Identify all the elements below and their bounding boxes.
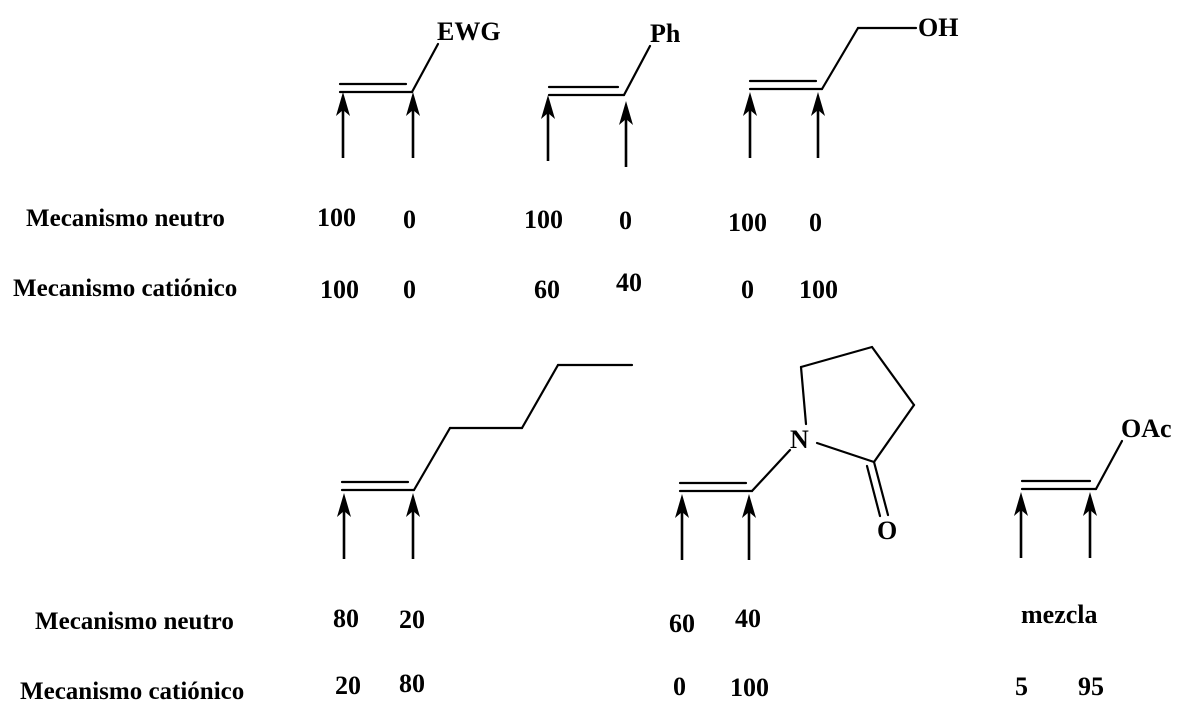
arrow-up-c2 — [1081, 490, 1099, 560]
chain-bond-1 — [820, 26, 860, 91]
carbonyl-bond-2 — [865, 464, 882, 518]
value-oh-neutral-c1: 100 — [728, 208, 767, 237]
molecule-vinyl-acetate: OAc — [1012, 414, 1172, 560]
value-hexene-cationic-c2: 80 — [399, 669, 425, 698]
value-nvp-cationic-c1: 0 — [673, 672, 686, 701]
value-vac-cationic-c2: 95 — [1078, 672, 1104, 701]
arrow-up-c2 — [740, 492, 758, 562]
value-ewg-cationic-c1: 100 — [320, 275, 359, 304]
chain-bond-1 — [412, 426, 452, 492]
substituent-ewg: EWG — [437, 17, 501, 46]
value-ph-cationic-c2: 40 — [616, 268, 642, 297]
value-nvp-neutral-c1: 60 — [669, 609, 695, 638]
value-oh-cationic-c2: 100 — [799, 275, 838, 304]
arrow-up-c1 — [1012, 490, 1030, 560]
substituent-bond — [410, 42, 440, 94]
substituent-oh: OH — [918, 13, 958, 42]
molecule-allyl-alcohol: OH — [741, 13, 958, 160]
arrow-up-c1 — [741, 90, 759, 160]
value-ph-neutral-c1: 100 — [524, 205, 563, 234]
value-oh-neutral-c2: 0 — [809, 208, 822, 237]
ring-bond-c2-n — [815, 441, 876, 464]
arrow-up-c2 — [809, 90, 827, 160]
arrow-up-c2 — [404, 491, 422, 561]
substituent-bond — [1094, 439, 1124, 491]
value-vac-neutral-mix: mezcla — [1021, 600, 1098, 629]
substituent-oac: OAc — [1121, 414, 1172, 443]
row-label-cationic-top: Mecanismo catiónico — [13, 275, 237, 302]
value-ph-neutral-c2: 0 — [619, 206, 632, 235]
row-label-cationic-bottom: Mecanismo catiónico — [20, 678, 244, 701]
ring-bond-c4-c3 — [870, 345, 916, 407]
value-ewg-neutral-c1: 100 — [317, 203, 356, 232]
arrow-up-c2 — [404, 90, 422, 160]
value-vac-cationic-c1: 5 — [1015, 672, 1028, 701]
arrow-up-c1 — [539, 93, 557, 163]
molecule-n-vinylpyrrolidone: N O — [673, 345, 916, 562]
value-hexene-cationic-c1: 20 — [335, 671, 361, 700]
arrow-up-c1 — [335, 491, 353, 561]
substituent-bond — [622, 44, 652, 97]
value-ph-cationic-c1: 60 — [534, 275, 560, 304]
molecule-vinyl-ewg: EWG — [334, 17, 501, 160]
value-hexene-neutral-c1: 80 — [333, 604, 359, 633]
value-nvp-neutral-c2: 40 — [735, 604, 761, 633]
atom-n: N — [790, 425, 809, 454]
value-nvp-cationic-c2: 100 — [730, 673, 769, 701]
arrow-up-c1 — [334, 90, 352, 160]
substituent-ph: Ph — [650, 19, 681, 48]
carbonyl-bond-1 — [872, 460, 890, 517]
molecule-styrene: Ph — [539, 19, 681, 169]
row-label-neutral-bottom: Mecanismo neutro — [35, 608, 234, 635]
arrow-up-c2 — [617, 99, 635, 169]
atom-o: O — [877, 516, 897, 545]
vinyl-n-bond — [750, 448, 792, 493]
row-label-neutral-top: Mecanismo neutro — [26, 205, 225, 232]
ring-bond-n-c5 — [799, 365, 808, 426]
value-oh-cationic-c1: 0 — [741, 275, 754, 304]
chain-bond-3 — [520, 363, 560, 430]
arrow-up-c1 — [673, 492, 691, 562]
ring-bond-c5-c4 — [799, 345, 874, 369]
value-hexene-neutral-c2: 20 — [399, 605, 425, 634]
value-ewg-cationic-c2: 0 — [403, 275, 416, 304]
value-ewg-neutral-c2: 0 — [403, 205, 416, 234]
molecule-hexene — [335, 363, 634, 561]
ring-bond-c3-c2 — [872, 403, 916, 464]
